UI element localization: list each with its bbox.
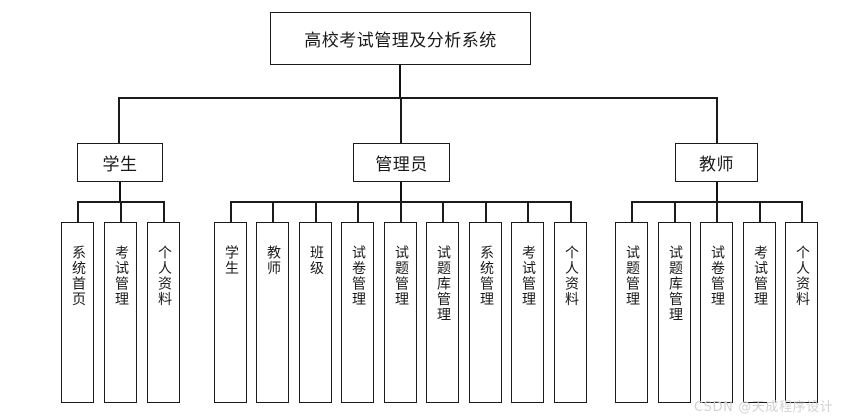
connector-drop-student: [118, 97, 120, 143]
connector-teacher-leaf-drop-1: [631, 201, 633, 223]
leaf-node-admin-9-label: 个人资料: [563, 245, 580, 307]
leaf-node-admin-3[interactable]: 班级: [299, 222, 332, 403]
connector-teacher-leaf-drop-3: [716, 201, 718, 223]
leaf-node-admin-5-label: 试题管理: [393, 245, 410, 307]
branch-node-teacher-label: 教师: [699, 155, 734, 175]
connector-admin-leaf-drop-8: [527, 201, 529, 223]
leaf-node-admin-2[interactable]: 教师: [256, 222, 289, 403]
leaf-node-teacher-4-label: 考试管理: [752, 245, 769, 307]
branch-node-admin-label: 管理员: [375, 155, 428, 175]
branch-node-student-label: 学生: [102, 155, 138, 175]
connector-teacher-leaf-drop-5: [801, 201, 803, 223]
branch-node-admin[interactable]: 管理员: [353, 143, 450, 182]
leaf-node-teacher-3-label: 试卷管理: [709, 245, 726, 307]
leaf-node-admin-4[interactable]: 试卷管理: [341, 222, 374, 403]
leaf-node-student-3[interactable]: 个人资料: [147, 222, 180, 403]
connector-main-bus: [118, 97, 718, 99]
connector-admin-leaf-drop-9: [570, 201, 572, 223]
connector-student-leaf-drop-1: [77, 201, 79, 223]
leaf-node-admin-4-label: 试卷管理: [350, 245, 367, 307]
connector-admin-leaf-drop-2: [272, 201, 274, 223]
connector-teacher-trunk: [716, 182, 719, 202]
connector-drop-admin: [400, 97, 402, 143]
leaf-node-student-3-label: 个人资料: [156, 245, 173, 307]
leaf-node-teacher-1[interactable]: 试题管理: [615, 222, 648, 403]
leaf-node-teacher-1-label: 试题管理: [624, 245, 641, 307]
connector-teacher-leaf-drop-2: [674, 201, 676, 223]
leaf-node-admin-7-label: 系统管理: [478, 245, 495, 307]
connector-admin-trunk: [400, 182, 403, 202]
connector-root-trunk: [399, 65, 402, 98]
leaf-node-admin-1[interactable]: 学生: [214, 222, 247, 403]
root-node-system[interactable]: 高校考试管理及分析系统: [270, 12, 531, 65]
connector-student-leaf-drop-2: [120, 201, 122, 223]
connector-student-trunk: [119, 182, 122, 202]
connector-admin-leaf-drop-1: [230, 201, 232, 223]
connector-drop-teacher: [716, 97, 718, 143]
leaf-node-teacher-2[interactable]: 试题库管理: [658, 222, 691, 403]
leaf-node-student-1-label: 系统首页: [70, 245, 87, 307]
leaf-node-admin-8[interactable]: 考试管理: [511, 222, 544, 403]
leaf-node-admin-2-label: 教师: [265, 245, 282, 276]
leaf-node-teacher-5[interactable]: 个人资料: [785, 222, 818, 403]
branch-node-student[interactable]: 学生: [77, 143, 163, 182]
connector-student-leaf-drop-3: [163, 201, 165, 223]
leaf-node-student-1[interactable]: 系统首页: [61, 222, 94, 403]
leaf-node-student-2-label: 考试管理: [113, 245, 130, 307]
branch-node-teacher[interactable]: 教师: [675, 143, 758, 182]
connector-admin-leaf-drop-3: [315, 201, 317, 223]
csdn-watermark: CSDN @天成程序设计: [694, 400, 834, 415]
leaf-node-teacher-2-label: 试题库管理: [667, 245, 684, 323]
connector-admin-leaf-drop-7: [485, 201, 487, 223]
connector-admin-leaf-drop-6: [442, 201, 444, 223]
leaf-node-admin-1-label: 学生: [223, 245, 240, 276]
root-node-label: 高校考试管理及分析系统: [304, 31, 497, 51]
leaf-node-admin-8-label: 考试管理: [520, 245, 537, 307]
leaf-node-admin-9[interactable]: 个人资料: [554, 222, 587, 403]
leaf-node-admin-6-label: 试题库管理: [435, 245, 452, 323]
connector-teacher-leaf-drop-4: [759, 201, 761, 223]
leaf-node-admin-6[interactable]: 试题库管理: [426, 222, 459, 403]
leaf-node-teacher-4[interactable]: 考试管理: [743, 222, 776, 403]
leaf-node-student-2[interactable]: 考试管理: [104, 222, 137, 403]
connector-admin-leaf-drop-4: [357, 201, 359, 223]
leaf-node-teacher-5-label: 个人资料: [794, 245, 811, 307]
leaf-node-admin-3-label: 班级: [308, 245, 325, 276]
leaf-node-teacher-3[interactable]: 试卷管理: [700, 222, 733, 403]
leaf-node-admin-5[interactable]: 试题管理: [384, 222, 417, 403]
connector-admin-leaf-drop-5: [400, 201, 402, 223]
leaf-node-admin-7[interactable]: 系统管理: [469, 222, 502, 403]
